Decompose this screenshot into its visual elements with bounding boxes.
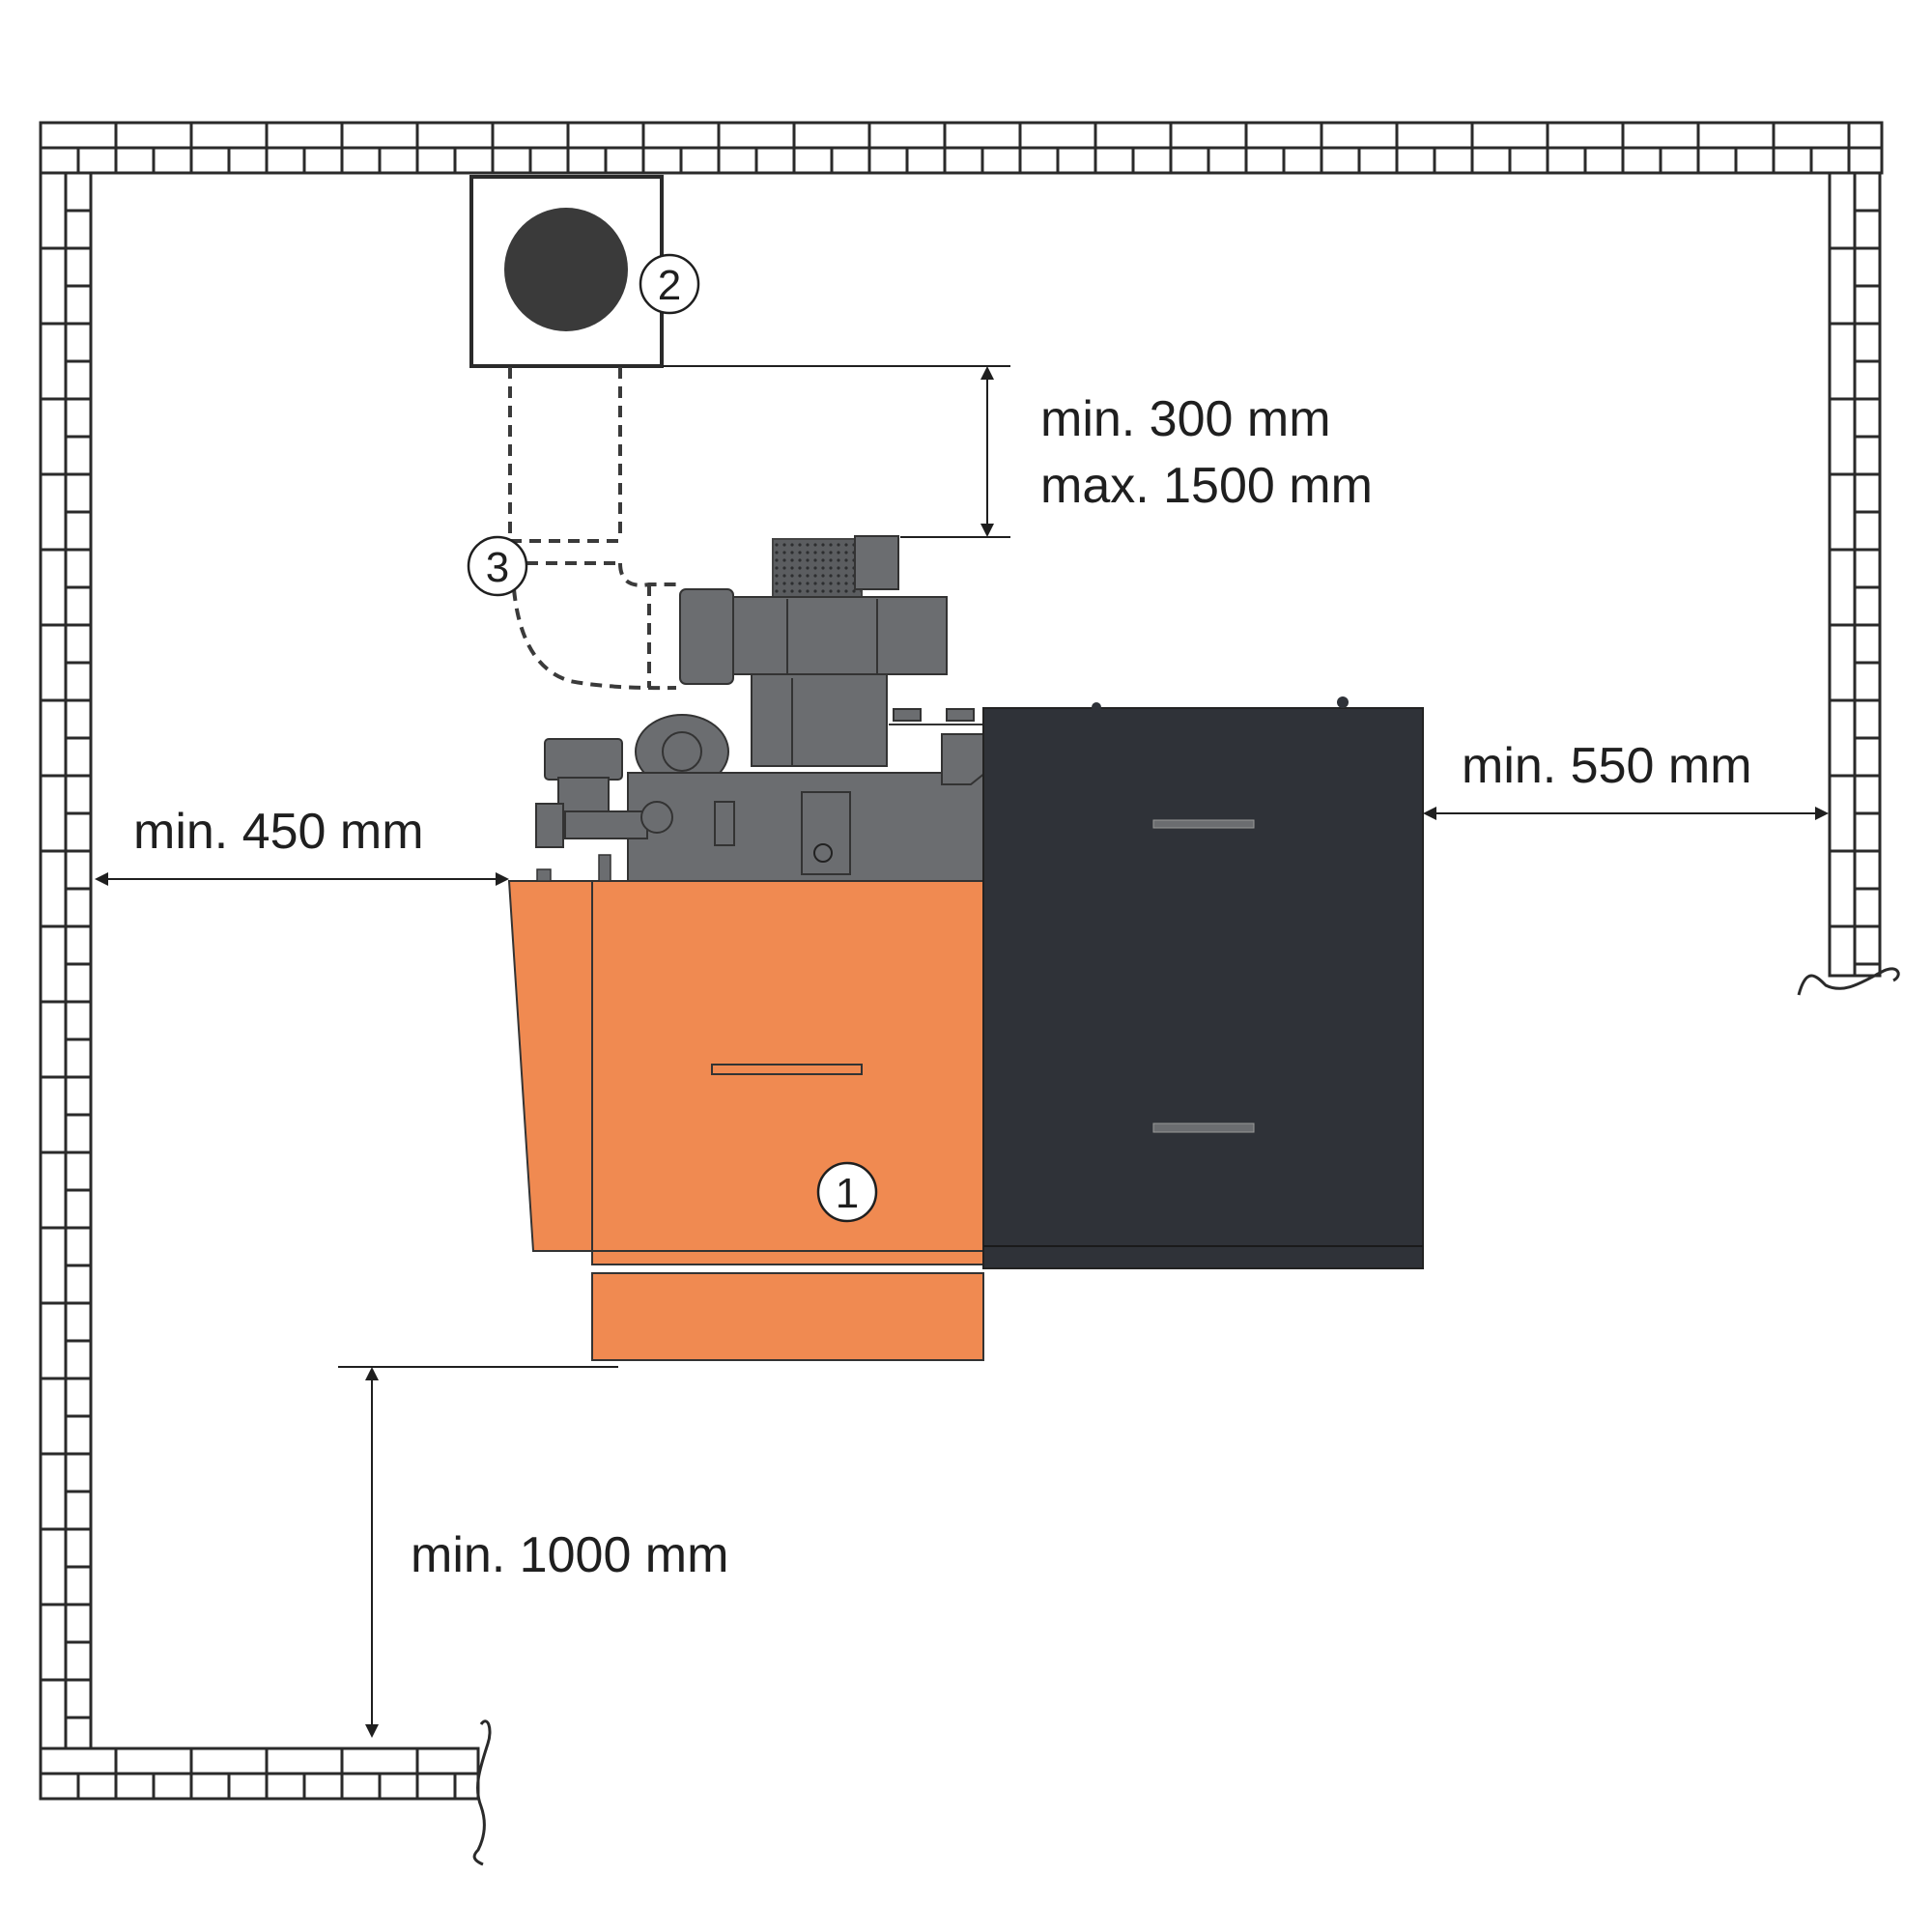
wall-break-right [1797,967,1900,996]
callout-boiler: 1 [816,1161,878,1223]
callout-flue-connector: 3 [467,535,528,597]
flue-connector-dashed [508,367,677,691]
wall-bottom [39,1747,480,1801]
chimney [469,175,664,368]
room-walls [39,121,1900,1866]
wall-right [1828,171,1882,978]
wall-left [39,171,93,1750]
callout-chimney: 2 [639,253,700,315]
callout-boiler-number: 1 [836,1170,859,1217]
burner-assembly [535,535,986,882]
side-left-label: min. 450 mm [133,804,424,860]
chimney-gap-max-label: max. 1500 mm [1040,458,1373,514]
pellet-storage [982,696,1424,1269]
boiler-handle [711,1064,863,1075]
chimney-flue-circle [504,208,628,331]
storage-handle-upper [1152,819,1255,829]
wall-break-bottom [472,1719,492,1866]
front-label: min. 1000 mm [411,1527,728,1583]
side-right-label: min. 550 mm [1462,738,1752,794]
dimension-lines [95,365,1829,1738]
callout-flue-connector-number: 3 [486,544,509,591]
storage-handle-lower [1152,1122,1255,1133]
callout-chimney-number: 2 [658,262,681,309]
boiler [507,854,984,1361]
air-intake-grille [772,538,863,598]
chimney-gap-min-label: min. 300 mm [1040,391,1331,447]
wall-top [39,121,1884,175]
